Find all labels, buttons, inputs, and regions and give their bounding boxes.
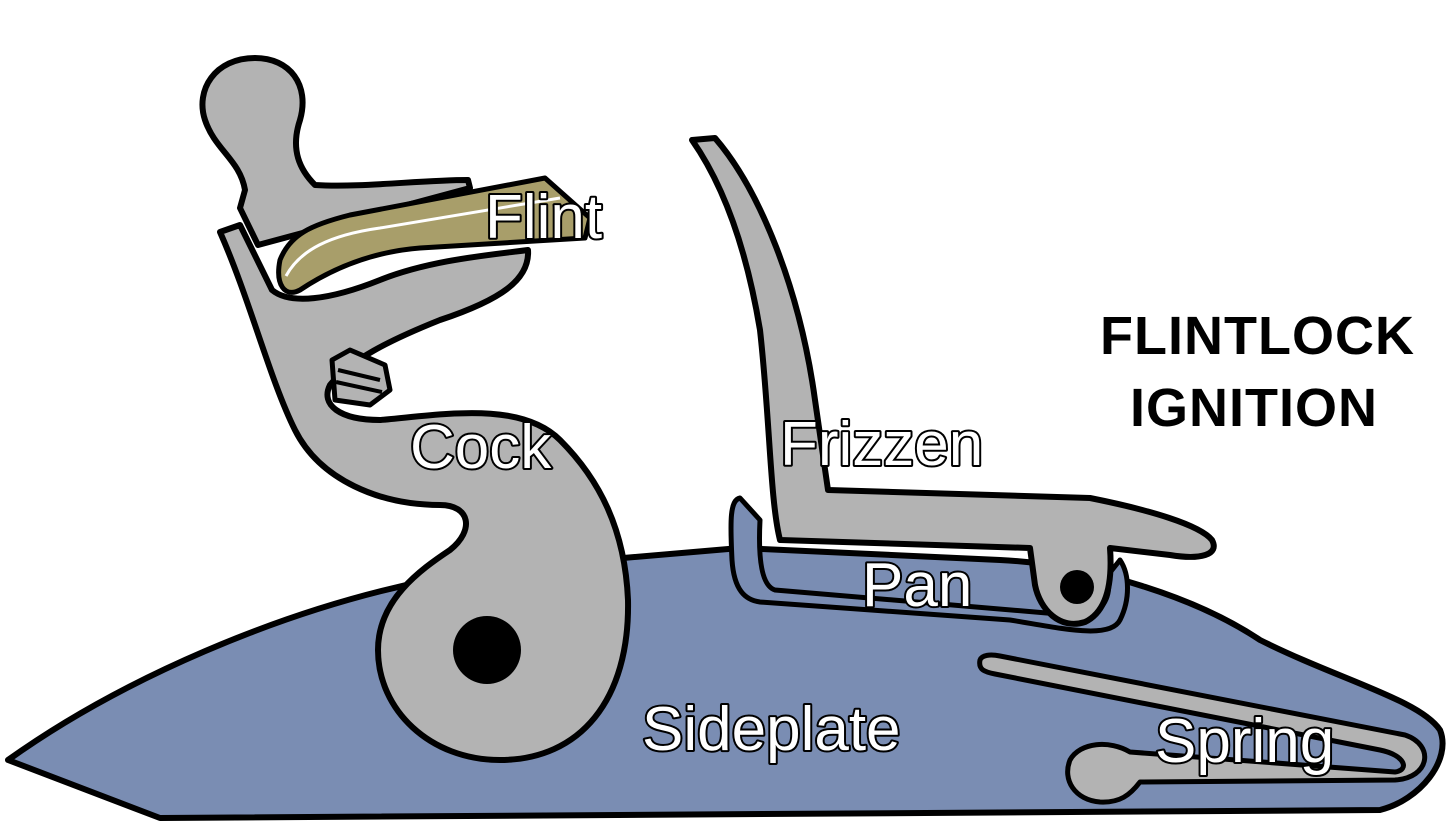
title-line-2: IGNITION: [1130, 378, 1378, 438]
title-line-1: FLINTLOCK: [1100, 306, 1415, 366]
spring-shape: [977, 652, 1428, 805]
label-pan: Pan: [862, 551, 972, 620]
flint-highlight: [284, 196, 561, 277]
label-cock: Cock: [410, 413, 552, 482]
cock-shape: [217, 222, 632, 763]
cock-top-jaw: [199, 55, 473, 248]
label-spring: Spring: [1155, 707, 1334, 776]
frizzen-pivot: [1060, 570, 1094, 604]
label-flint: Flint: [485, 183, 602, 252]
cock-pivot: [453, 616, 521, 684]
pan-shape: [728, 495, 1130, 634]
label-sideplate: Sideplate: [642, 695, 901, 764]
frizzen-shape: [689, 135, 1217, 627]
cock-screw-detail: [335, 368, 383, 394]
label-frizzen: Frizzen: [780, 410, 983, 479]
